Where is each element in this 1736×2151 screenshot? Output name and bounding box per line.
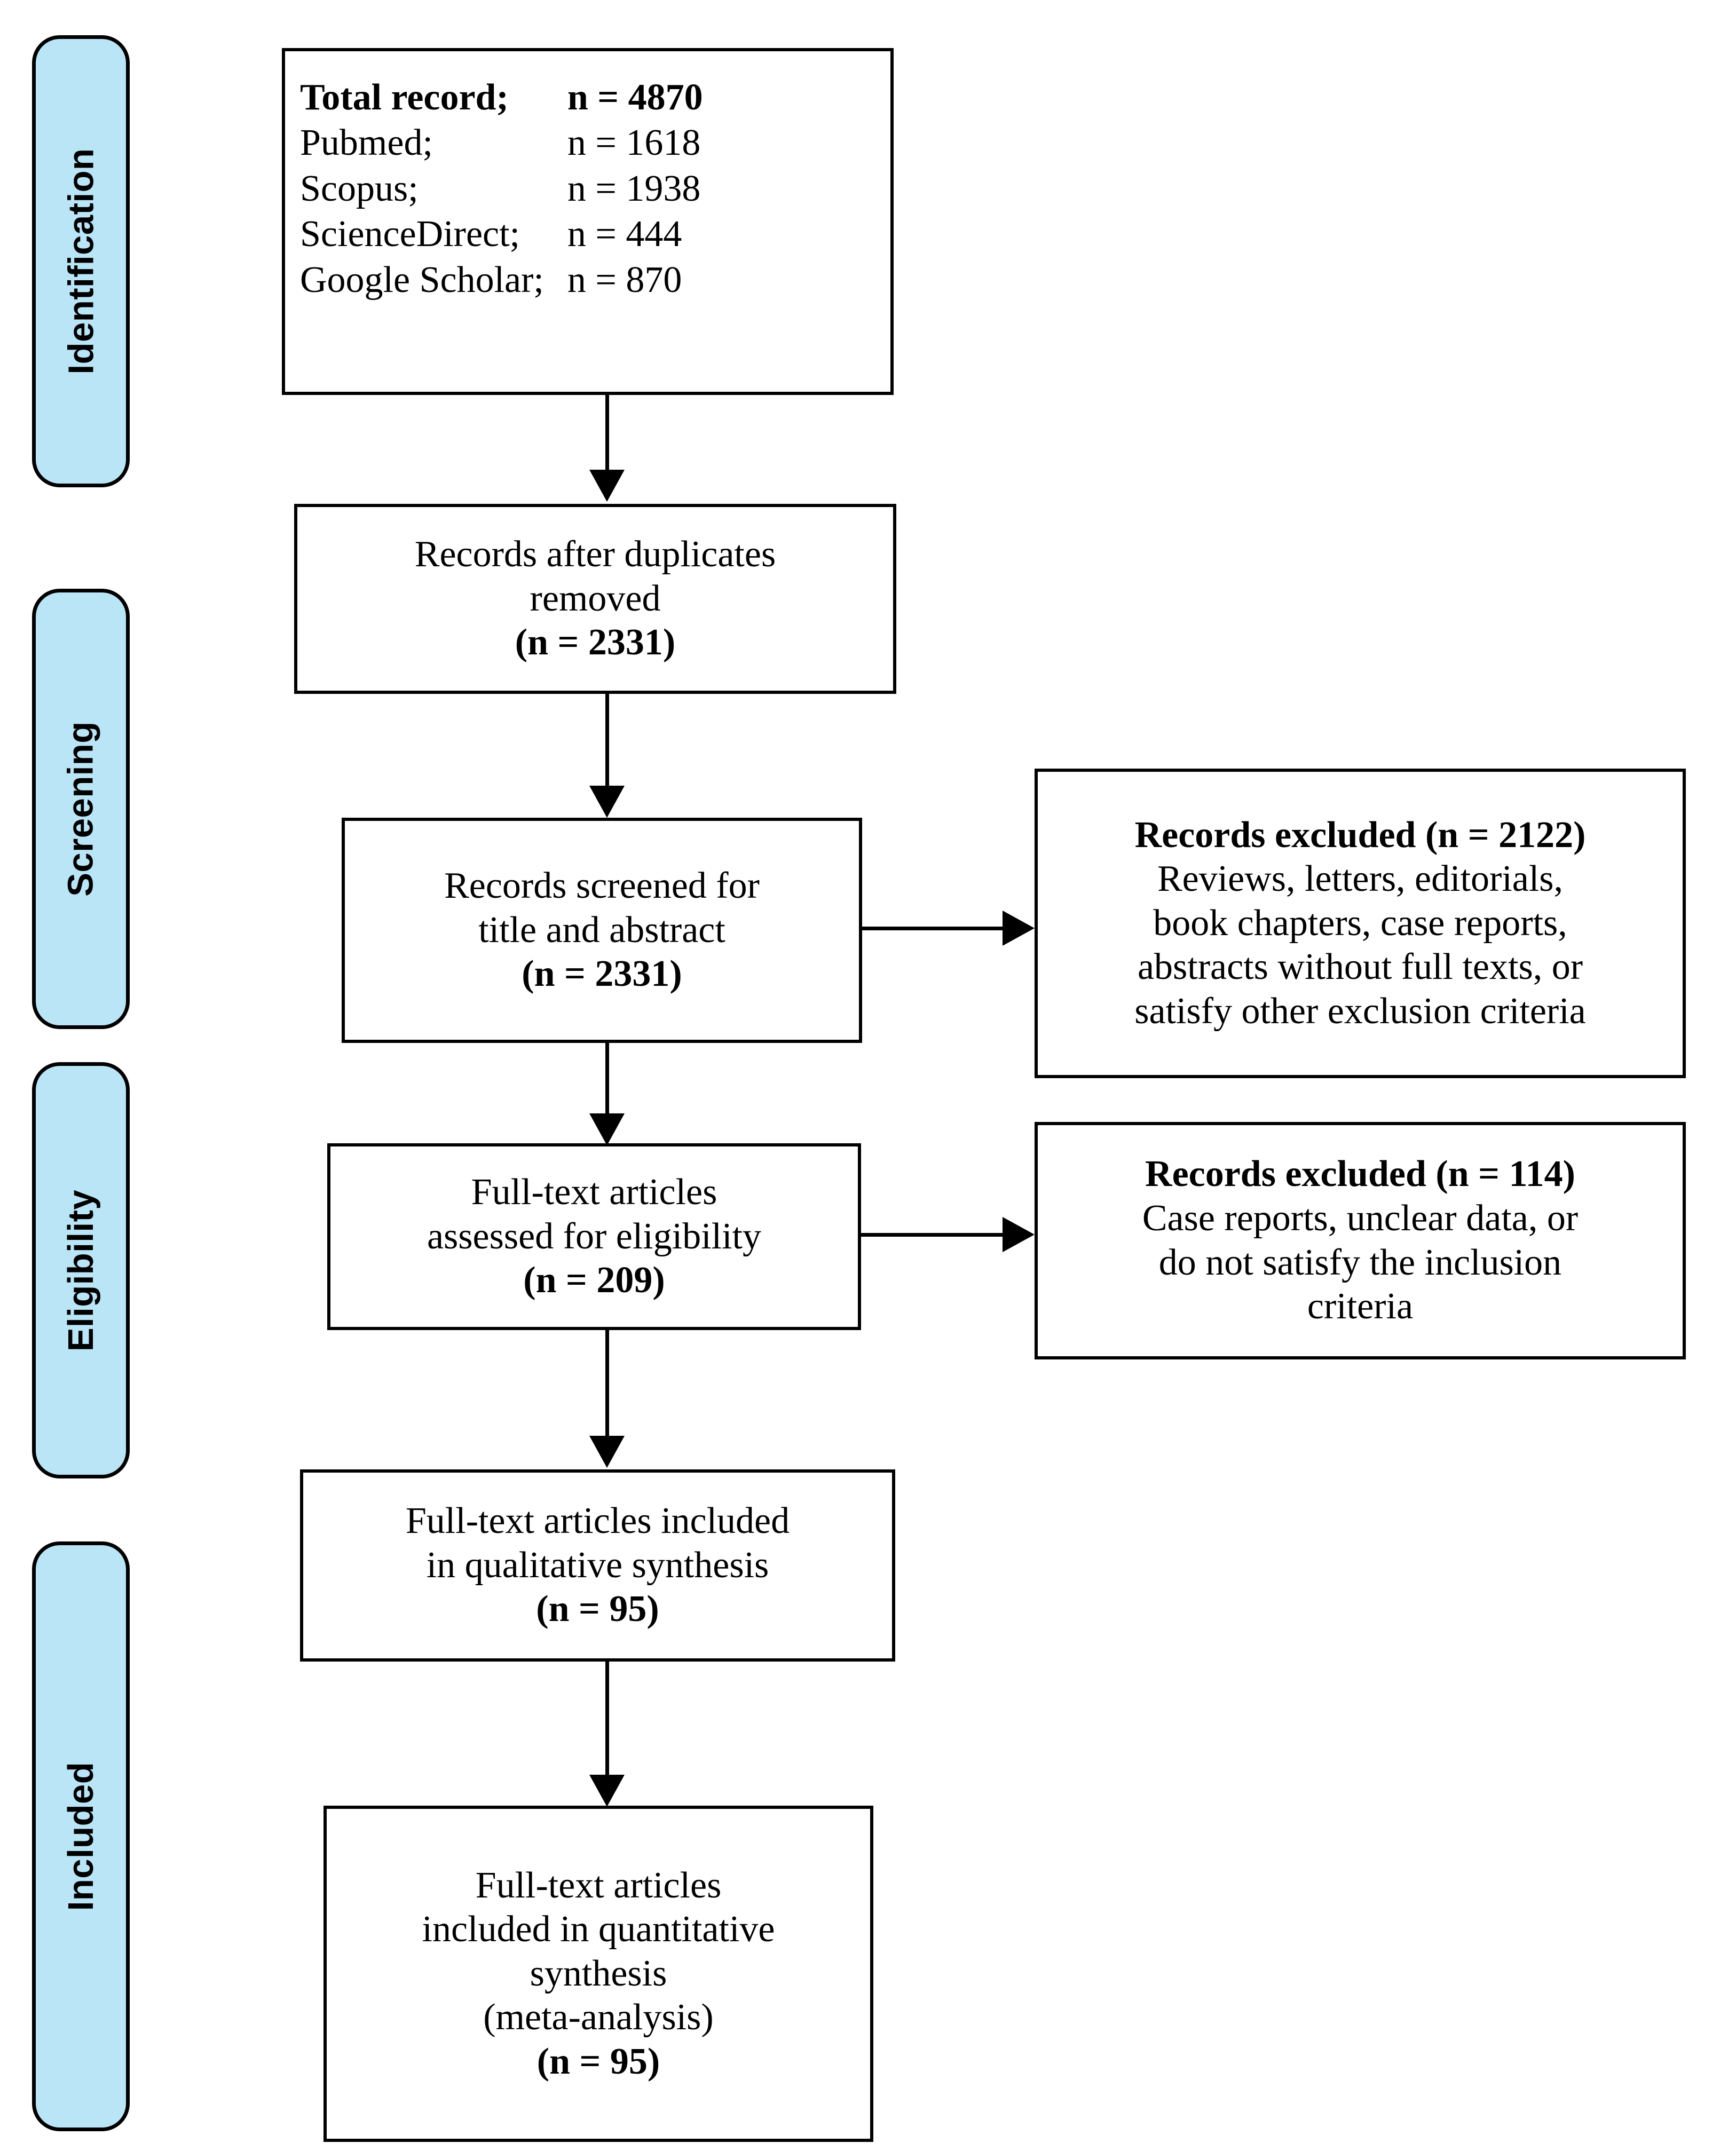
arrowhead-screened-to-excluded [1003,911,1035,946]
source-label-google-scholar: Google Scholar; [300,259,544,300]
total-records-box: Total record; n = 4870 Pubmed; n = 1618 … [282,48,894,395]
arrowhead-duplicates-to-screened [589,786,625,818]
records-screened-box: Records screened for title and abstract … [342,818,862,1043]
duplicates-line-1: Records after duplicates [414,534,776,575]
connector-qualitative-to-quantitative [605,1662,609,1776]
connector-duplicates-to-screened [605,694,609,787]
arrowhead-screened-to-eligibility [589,1113,625,1145]
excluded-screening-line-1: Reviews, letters, editorials, [1157,858,1564,900]
connector-screened-to-eligibility [605,1043,609,1115]
stage-screening: Screening [32,589,130,1029]
eligibility-line-1: Full-text articles [471,1172,717,1213]
quantitative-line-1: Full-text articles [475,1864,722,1906]
quantitative-line-4: (meta-analysis) [483,1997,714,2038]
records-excluded-eligibility-box: Records excluded (n = 114) Case reports,… [1035,1122,1686,1359]
quantitative-line-3: synthesis [530,1952,667,1994]
stage-identification-label: Identification [61,148,101,375]
arrowhead-eligibility-to-qualitative [589,1436,625,1468]
source-counts-grid: Total record; n = 4870 Pubmed; n = 1618 … [300,75,703,303]
connector-eligibility-to-excluded [861,1233,1006,1237]
duplicates-count: (n = 2331) [515,622,676,663]
quantitative-synthesis-box: Full-text articles included in quantitat… [323,1806,873,2142]
screened-line-1: Records screened for [444,865,760,907]
excluded-eligibility-line-3: criteria [1307,1286,1414,1327]
records-after-duplicates-box: Records after duplicates removed (n = 23… [294,504,896,694]
stage-identification: Identification [32,35,130,487]
arrowhead-eligibility-to-excluded [1003,1217,1035,1252]
screened-line-2: title and abstract [478,909,725,951]
excluded-screening-line-3: abstracts without full texts, or [1137,946,1583,988]
source-label-scopus: Scopus; [300,168,419,209]
quantitative-line-2: included in quantitative [422,1909,775,1950]
stage-screening-label: Screening [61,721,101,897]
source-value-pubmed: n = 1618 [567,122,701,164]
excluded-screening-line-2: book chapters, case reports, [1153,902,1567,944]
arrowhead-identification-to-duplicates [589,470,625,502]
full-text-assessed-box: Full-text articles assessed for eligibil… [327,1143,861,1330]
stage-eligibility: Eligibility [32,1062,130,1478]
stage-eligibility-label: Eligibility [61,1189,101,1351]
records-excluded-screening-box: Records excluded (n = 2122) Reviews, let… [1035,769,1686,1078]
qualitative-line-1: Full-text articles included [405,1500,790,1542]
arrowhead-qualitative-to-quantitative [589,1775,625,1807]
eligibility-count: (n = 209) [523,1260,665,1301]
qualitative-line-2: in qualitative synthesis [426,1544,769,1586]
qualitative-count: (n = 95) [536,1588,659,1630]
source-label-total: Total record; [300,77,509,118]
stage-included: Included [32,1541,130,2131]
screened-count: (n = 2331) [522,953,682,995]
excluded-eligibility-line-2: do not satisfy the inclusion [1158,1241,1562,1283]
source-value-total: n = 4870 [567,77,703,118]
excluded-screening-heading: Records excluded (n = 2122) [1134,814,1586,856]
eligibility-line-2: assessed for eligibility [427,1215,761,1257]
connector-identification-to-duplicates [605,395,609,471]
source-value-scopus: n = 1938 [567,168,701,209]
connector-eligibility-to-qualitative [605,1330,609,1437]
source-label-sciencedirect: ScienceDirect; [300,213,520,255]
excluded-screening-line-4: satisfy other exclusion criteria [1134,990,1586,1032]
qualitative-synthesis-box: Full-text articles included in qualitati… [300,1469,895,1662]
excluded-eligibility-heading: Records excluded (n = 114) [1145,1153,1575,1195]
connector-screened-to-excluded [862,927,1006,930]
source-value-sciencedirect: n = 444 [567,213,682,255]
stage-included-label: Included [61,1761,101,1911]
duplicates-line-2: removed [530,578,661,619]
quantitative-count: (n = 95) [536,2041,660,2082]
source-value-google-scholar: n = 870 [567,259,682,300]
excluded-eligibility-line-1: Case reports, unclear data, or [1142,1197,1579,1239]
source-label-pubmed: Pubmed; [300,122,433,164]
